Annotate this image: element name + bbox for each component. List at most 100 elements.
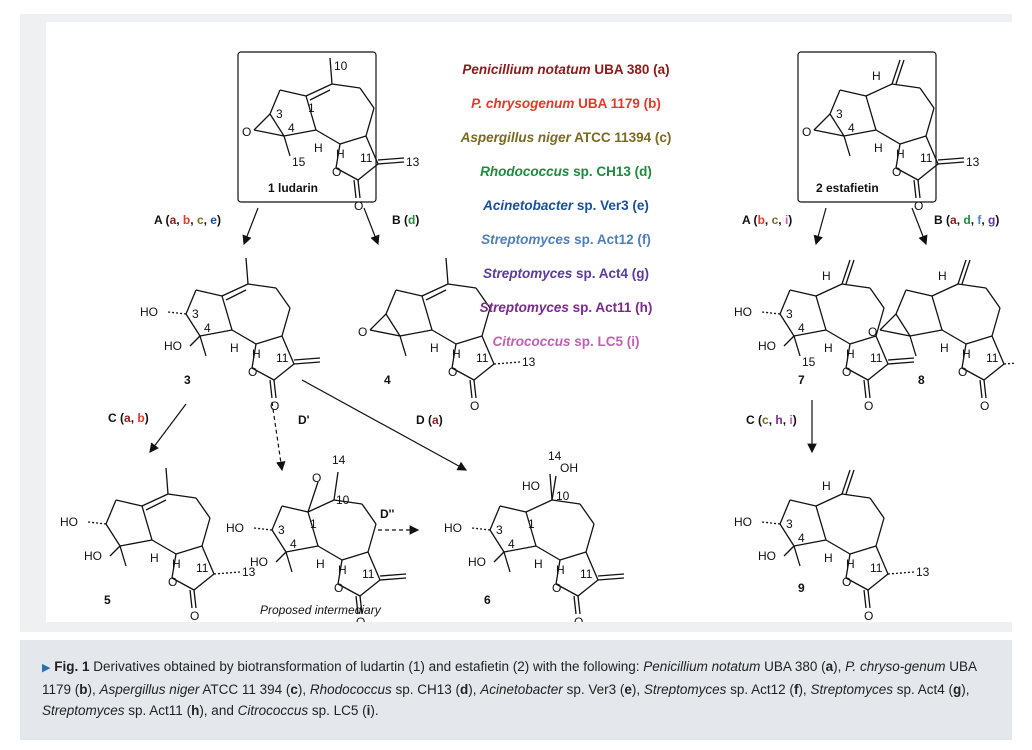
atom-15: 15 <box>292 155 306 169</box>
atom-3: 3 <box>496 523 503 537</box>
atom-11: 11 <box>360 151 373 165</box>
organism-1: P. chrysogenum UBA 1179 (b) <box>471 96 661 111</box>
carbonyl-oxygen: O <box>356 615 365 622</box>
epoxide-oxygen: O <box>358 325 367 339</box>
lactone-oxygen: O <box>248 365 257 379</box>
organism-5: Streptomyces sp. Act12 (f) <box>481 232 651 247</box>
estafietin-box <box>797 51 937 203</box>
carbonyl-oxygen: O <box>864 399 873 413</box>
caption-fragment: ), <box>631 682 644 697</box>
lactone-oxygen: O <box>332 165 341 179</box>
caption-fragment: Streptomyces <box>42 703 125 718</box>
caption-fragment: e <box>624 682 632 697</box>
atom-1: 1 <box>528 517 535 531</box>
caption-fragment: Citrococcus <box>237 703 309 718</box>
atom-4: 4 <box>508 537 515 551</box>
caption-fragment: g <box>953 682 962 697</box>
caption-fragment: f <box>793 682 799 697</box>
lactone-oxygen: O <box>168 575 177 589</box>
caption-fragment: P. chryso-genum <box>845 659 946 674</box>
compound-label-7: 7 <box>798 373 805 387</box>
h-label: H <box>874 141 883 155</box>
caption-fragment: ), <box>833 659 846 674</box>
compound-label-6: 6 <box>484 593 491 607</box>
caption-fragment: UBA 380 ( <box>760 659 826 674</box>
atom-14: 14 <box>332 453 346 467</box>
atom-4: 4 <box>798 321 805 335</box>
arrow-D-prime <box>271 401 286 472</box>
h-label: H <box>846 557 855 571</box>
h-label: H <box>940 341 949 355</box>
h-label: H <box>252 347 261 361</box>
caption-fragment: sp. Act11 ( <box>124 703 192 718</box>
compound-label-1: 1 ludarin <box>268 181 318 195</box>
caption-fragment: ), <box>961 682 970 697</box>
arrow-A-right <box>813 207 827 246</box>
caption-fragment: Streptomyces <box>643 682 727 697</box>
atom-11: 11 <box>476 351 489 365</box>
hydroxyl-label: HO <box>444 521 462 535</box>
atom-4: 4 <box>288 121 295 135</box>
caption-fragment: ). <box>370 703 379 718</box>
h-label: H <box>534 557 543 571</box>
atom-4: 4 <box>848 121 855 135</box>
atom-3: 3 <box>786 307 793 321</box>
caption-fragment: sp. Act4 ( <box>892 682 953 697</box>
caption-fragment: sp. LC5 ( <box>308 703 367 718</box>
hydroxyl-label: HO <box>758 549 776 563</box>
h-label: H <box>824 341 833 355</box>
epoxide-oxygen: O <box>312 471 321 485</box>
caption-fragment: sp. Ver3 ( <box>562 682 625 697</box>
hydroxyl-label: HO <box>250 555 268 569</box>
atom-10: 10 <box>556 489 570 503</box>
carbonyl-oxygen: O <box>574 615 583 622</box>
carbonyl-oxygen: O <box>354 199 363 213</box>
atom-10: 10 <box>336 493 350 507</box>
atom-15: 15 <box>802 355 816 369</box>
organism-list: Penicillium notatum UBA 380 (a) P. chryso… <box>460 62 672 349</box>
atom-4: 4 <box>290 537 297 551</box>
h-label: H <box>338 563 347 577</box>
hydroxyl-label: HO <box>758 339 776 353</box>
reaction-label-A-left: A (a, b, c, e) <box>154 213 221 227</box>
organism-3: Rhodococcus sp. CH13 (d) <box>480 164 652 179</box>
reaction-label-A-right: A (b, c, i) <box>742 213 792 227</box>
atom-1: 1 <box>310 517 317 531</box>
caption-fragment: UBA 1179 ( <box>42 659 977 697</box>
arrow-A-left <box>242 207 259 246</box>
caption-fragment: d <box>460 682 469 697</box>
hydroxyl-label: HO <box>734 305 752 319</box>
carbonyl-oxygen: O <box>980 399 989 413</box>
hydroxyl-label: OH <box>560 461 578 475</box>
h-label: H <box>962 347 971 361</box>
reaction-label-D-dprime: D'' <box>380 507 395 521</box>
organism-0: Penicillium notatum UBA 380 (a) <box>462 62 669 77</box>
hydroxyl-label: HO <box>734 515 752 529</box>
atom-11: 11 <box>920 151 933 165</box>
caption-fragment: Acinetobacter <box>480 682 563 697</box>
caption-fragment: Rhodococcus <box>309 682 392 697</box>
h-label: H <box>822 269 831 283</box>
atom-3: 3 <box>192 307 199 321</box>
atom-13: 13 <box>966 155 980 169</box>
hydroxyl-label: HO <box>140 305 158 319</box>
atom-3: 3 <box>276 107 283 121</box>
reaction-label-C-right: C (c, h, i) <box>746 413 797 427</box>
lactone-oxygen: O <box>958 365 967 379</box>
carbonyl-oxygen: O <box>914 199 923 213</box>
lactone-oxygen: O <box>842 365 851 379</box>
lactone-oxygen: O <box>448 365 457 379</box>
caption-triangle-icon: ▶ <box>42 662 51 674</box>
caption-fragment: b <box>79 682 88 697</box>
hydroxyl-label: HO <box>226 521 244 535</box>
atom-14: 14 <box>548 449 562 463</box>
atom-11: 11 <box>276 351 289 365</box>
atom-11: 11 <box>362 567 375 581</box>
